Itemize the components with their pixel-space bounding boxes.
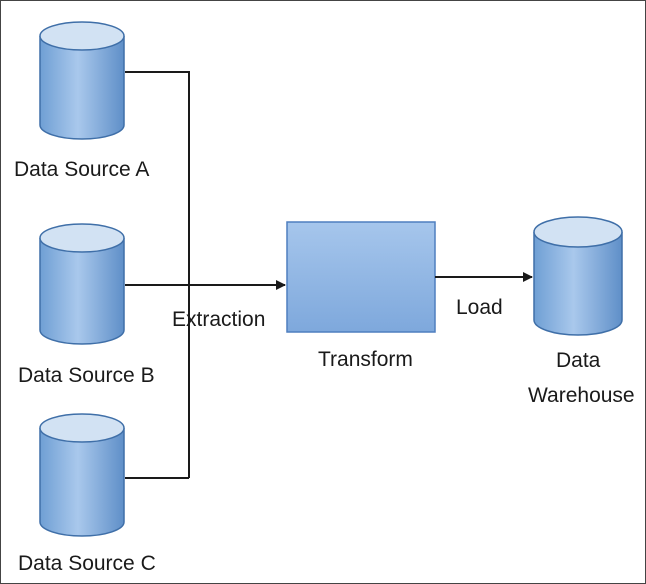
transform-box: [286, 221, 436, 333]
data-source-a-cylinder: [39, 21, 125, 140]
data-source-c-cylinder: [39, 413, 125, 537]
data-source-c-label: Data Source C: [18, 552, 156, 575]
extraction-connectors: [125, 71, 286, 479]
data-source-b-cylinder: [39, 223, 125, 345]
connector-source-a: [125, 71, 190, 478]
data-source-b-label: Data Source B: [18, 364, 155, 387]
data-source-a-label: Data Source A: [14, 158, 149, 181]
extraction-label: Extraction: [172, 308, 265, 331]
load-label: Load: [456, 296, 503, 319]
warehouse-label-line2: Warehouse: [528, 384, 635, 407]
data-warehouse-cylinder: [533, 216, 623, 336]
warehouse-label-line1: Data: [556, 349, 601, 372]
transform-label: Transform: [318, 348, 413, 371]
